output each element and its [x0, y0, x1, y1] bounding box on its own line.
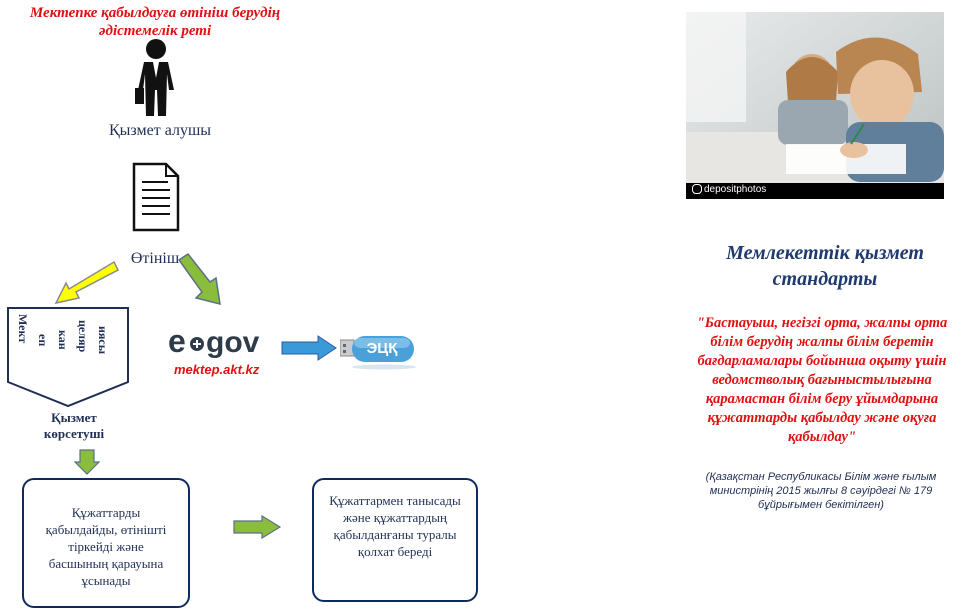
ecp-label: ЭЦҚ: [366, 340, 398, 357]
chancellery-col-3: кан: [56, 330, 70, 350]
depositphotos-icon: [692, 184, 702, 195]
document-icon: [132, 162, 180, 232]
flow-box-receipt: Құжаттармен таныcады және құжаттардың қа…: [312, 478, 478, 602]
flow-box-registration-text: Құжаттарды қабылдайды, өтінішті тіркейді…: [45, 505, 167, 588]
usb-key-icon: ЭЦҚ: [340, 332, 420, 370]
chancellery-col-4: целяр: [76, 320, 90, 353]
green-right-arrow-icon: [233, 515, 282, 539]
blue-arrow-icon: [281, 335, 337, 361]
egov-logo-icon: e gov: [168, 323, 260, 359]
classroom-photo: depositphotos: [686, 12, 944, 199]
chancellery-shape: [7, 307, 129, 408]
person-icon: [135, 39, 174, 116]
chancellery-col-5: иясы: [96, 326, 110, 355]
svg-text:gov: gov: [206, 326, 260, 359]
photo-watermark: depositphotos: [692, 184, 766, 195]
green-down-arrow-icon: [74, 449, 100, 475]
standard-note: (Қазақстан Республикасы Білім және ғылым…: [705, 471, 937, 511]
standard-quote: "Бастауыш, негізгі орта, жалпы орта білі…: [696, 315, 948, 445]
flow-box-receipt-text: Құжаттармен таныcады және құжаттардың қа…: [329, 493, 461, 559]
flow-box-registration: Құжаттарды қабылдайды, өтінішті тіркейді…: [22, 478, 190, 608]
standard-title: Мемлекеттік қызмет стандарты: [726, 242, 924, 290]
diagram-title: Мектепке қабылдауға өтініш берудің әдіст…: [29, 5, 281, 39]
svg-text:e: e: [168, 323, 186, 359]
chancellery-col-2: еп: [36, 334, 50, 347]
green-arrow-icon: [177, 252, 221, 306]
yellow-arrow-icon: [54, 260, 119, 305]
application-label: Өтініш: [130, 250, 180, 267]
service-recipient-label: Қызмет алушы: [108, 122, 212, 139]
egov-url: mektep.akt.kz: [174, 362, 260, 377]
service-provider-label: Қызмет көрсетуші: [43, 410, 105, 441]
egov-logo: e gov: [168, 320, 268, 360]
chancellery-col-1: Мект: [16, 314, 30, 344]
